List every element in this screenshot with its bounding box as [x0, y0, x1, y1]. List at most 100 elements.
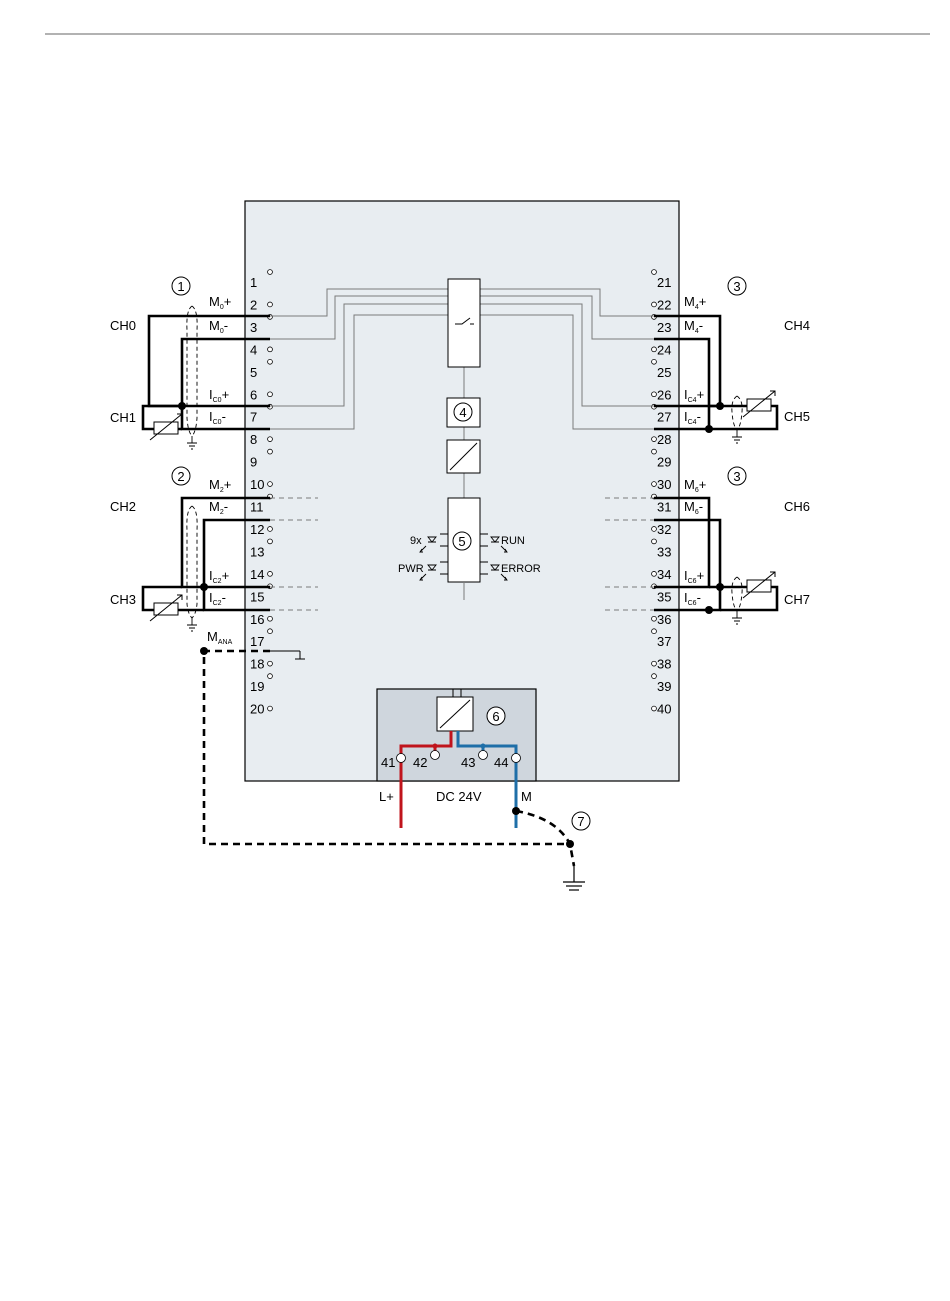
junction-dot — [512, 807, 520, 815]
terminal-number: 11 — [250, 500, 264, 515]
junction-dot — [433, 744, 438, 749]
callout-3-top: 3 — [728, 277, 746, 295]
terminal-number: 5 — [250, 365, 257, 380]
terminal-screw — [652, 527, 657, 532]
terminal-number: 26 — [657, 387, 671, 402]
signal-label-m0-minus: M0- — [209, 318, 228, 335]
terminal-screw — [268, 571, 273, 576]
terminal-43-label: 43 — [461, 755, 475, 770]
terminal-number: 25 — [657, 365, 671, 380]
terminal-number: 12 — [250, 522, 264, 537]
terminal-number: 20 — [250, 702, 264, 717]
terminal-screw — [652, 661, 657, 666]
svg-text:4: 4 — [459, 405, 466, 420]
transducer-ch1-icon — [150, 414, 182, 440]
transducer-ch3-icon — [150, 595, 182, 621]
terminal-screw — [268, 661, 273, 666]
terminal-number: 34 — [657, 567, 671, 582]
terminal-number: 29 — [657, 455, 671, 470]
isolation-block — [447, 440, 480, 473]
terminal-screw — [652, 674, 657, 679]
led-run-label: RUN — [501, 535, 525, 547]
supply-lplus-label: L+ — [379, 789, 394, 804]
terminal-number: 39 — [657, 679, 671, 694]
terminal-number: 4 — [250, 342, 257, 357]
terminal-number: 36 — [657, 612, 671, 627]
earth-ground-icon — [563, 866, 585, 890]
callout-2: 2 — [172, 467, 190, 485]
terminal-number: 1 — [250, 275, 257, 290]
terminal-number: 31 — [657, 500, 671, 515]
terminal-42 — [431, 751, 440, 760]
terminal-number: 40 — [657, 702, 671, 717]
terminal-number: 21 — [657, 275, 671, 290]
terminal-screw — [268, 347, 273, 352]
junction-dot — [716, 583, 724, 591]
terminal-screw — [268, 482, 273, 487]
terminal-41 — [397, 754, 406, 763]
svg-text:2: 2 — [177, 469, 184, 484]
terminal-number: 17 — [250, 634, 264, 649]
terminal-screw — [652, 347, 657, 352]
callout-4: 4 — [454, 403, 472, 421]
signal-label-mana: MANA — [207, 629, 233, 646]
junction-dot — [481, 744, 486, 749]
terminal-screw — [268, 527, 273, 532]
terminal-screw — [268, 270, 273, 275]
terminal-screw — [652, 270, 657, 275]
terminal-screw — [268, 629, 273, 634]
junction-dot — [178, 402, 186, 410]
terminal-number: 19 — [250, 679, 264, 694]
terminal-screw — [268, 616, 273, 621]
channel-label-ch7: CH7 — [784, 592, 810, 607]
terminal-screw — [268, 359, 273, 364]
junction-dot — [200, 647, 208, 655]
terminal-number: 28 — [657, 432, 671, 447]
callout-5: 5 — [453, 532, 471, 550]
channel-label-ch2: CH2 — [110, 499, 136, 514]
terminal-number: 9 — [250, 455, 257, 470]
svg-text:3: 3 — [733, 469, 740, 484]
signal-label-ic6-plus: IC6+ — [684, 568, 704, 585]
supply-dc-label: DC 24V — [436, 789, 482, 804]
signal-label-m4-minus: M4- — [684, 318, 703, 335]
terminal-number: 23 — [657, 320, 671, 335]
terminal-screw — [652, 629, 657, 634]
terminal-42-label: 42 — [413, 755, 427, 770]
svg-text:5: 5 — [458, 534, 465, 549]
callout-7: 7 — [572, 812, 590, 830]
signal-label-ic0-plus: IC0+ — [209, 387, 229, 404]
signal-label-m4-plus: M4+ — [684, 294, 706, 311]
terminal-number: 32 — [657, 522, 671, 537]
terminal-number: 10 — [250, 477, 264, 492]
channel-label-ch5: CH5 — [784, 409, 810, 424]
svg-text:6: 6 — [492, 709, 499, 724]
led-error-label: ERROR — [501, 563, 541, 575]
channel-label-ch0: CH0 — [110, 318, 136, 333]
terminal-number: 35 — [657, 589, 671, 604]
signal-label-m6-minus: M6- — [684, 499, 703, 516]
terminal-screw — [268, 437, 273, 442]
terminal-41-label: 41 — [381, 755, 395, 770]
terminal-number: 2 — [250, 297, 257, 312]
terminal-number: 27 — [657, 410, 671, 425]
terminal-number: 3 — [250, 320, 257, 335]
signal-label-ic6-minus: IC6- — [684, 590, 701, 607]
terminal-number: 7 — [250, 410, 257, 425]
svg-text:7: 7 — [577, 814, 584, 829]
terminal-screw — [268, 302, 273, 307]
terminal-number: 13 — [250, 544, 264, 559]
channel-label-ch3: CH3 — [110, 592, 136, 607]
terminal-screw — [652, 706, 657, 711]
signal-label-ic2-minus: IC2- — [209, 590, 226, 607]
callout-6: 6 — [487, 707, 505, 725]
terminal-screw — [268, 674, 273, 679]
terminal-screw — [268, 539, 273, 544]
channel-label-ch6: CH6 — [784, 499, 810, 514]
signal-label-ic4-minus: IC4- — [684, 409, 701, 426]
signal-label-m2-plus: M2+ — [209, 477, 231, 494]
transducer-ch5-icon — [743, 391, 775, 417]
terminal-screw — [652, 482, 657, 487]
terminal-screw — [652, 359, 657, 364]
